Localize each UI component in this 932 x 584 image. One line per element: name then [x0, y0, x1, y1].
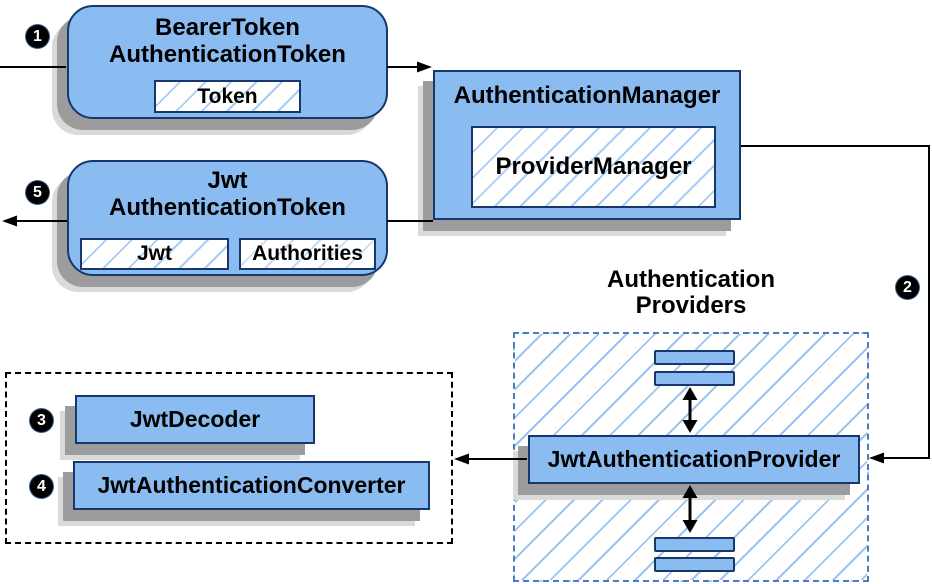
token-chip: Token — [154, 80, 301, 113]
arrowhead-right-icon — [417, 61, 432, 73]
bearer-token-node-title: BearerToken AuthenticationToken — [69, 7, 386, 68]
jwt-authentication-provider-node: JwtAuthenticationProvider — [528, 435, 860, 484]
jwt-authentication-converter-node: JwtAuthenticationConverter — [73, 461, 430, 510]
arrowhead-left-icon — [2, 215, 17, 227]
provider-manager-chip: ProviderManager — [471, 126, 716, 208]
jwt-token-title-line1: Jwt — [207, 167, 248, 194]
arrowhead-left-icon — [454, 453, 469, 465]
jwt-authentication-token-node: Jwt AuthenticationToken Jwt Authorities — [67, 160, 388, 276]
arrowhead-left-icon — [869, 452, 884, 464]
provider-slot-bar — [654, 350, 735, 365]
authentication-providers-group: JwtAuthenticationProvider — [513, 332, 869, 582]
provider-slot-bar — [654, 557, 735, 572]
providers-label-line2: Providers — [635, 292, 747, 319]
bearer-token-authentication-token-node: BearerToken AuthenticationToken Token — [67, 5, 388, 119]
step-4-badge: 4 — [30, 475, 53, 498]
jwt-token-title-line2: AuthenticationToken — [109, 194, 346, 221]
jwt-decoder-node: JwtDecoder — [75, 395, 315, 444]
authorities-chip: Authorities — [239, 238, 376, 270]
jwt-chip: Jwt — [80, 238, 229, 270]
step-2-badge: 2 — [896, 276, 919, 299]
authentication-providers-label: Authentication Providers — [561, 267, 821, 319]
authentication-manager-title: AuthenticationManager — [453, 82, 721, 109]
step-3-badge: 3 — [30, 409, 53, 432]
bearer-token-title-line2: AuthenticationToken — [109, 41, 346, 68]
jwt-token-node-title: Jwt AuthenticationToken — [69, 162, 386, 221]
providers-label-line1: Authentication — [607, 266, 775, 293]
provider-slot-bar — [654, 537, 735, 552]
bearer-token-title-line1: BearerToken — [155, 14, 300, 41]
provider-slot-bar — [654, 371, 735, 386]
jwt-processing-group: JwtDecoder JwtAuthenticationConverter — [5, 372, 453, 544]
step-1-badge: 1 — [26, 25, 49, 48]
step-5-badge: 5 — [26, 181, 49, 204]
authentication-manager-node: AuthenticationManager ProviderManager — [433, 70, 741, 220]
